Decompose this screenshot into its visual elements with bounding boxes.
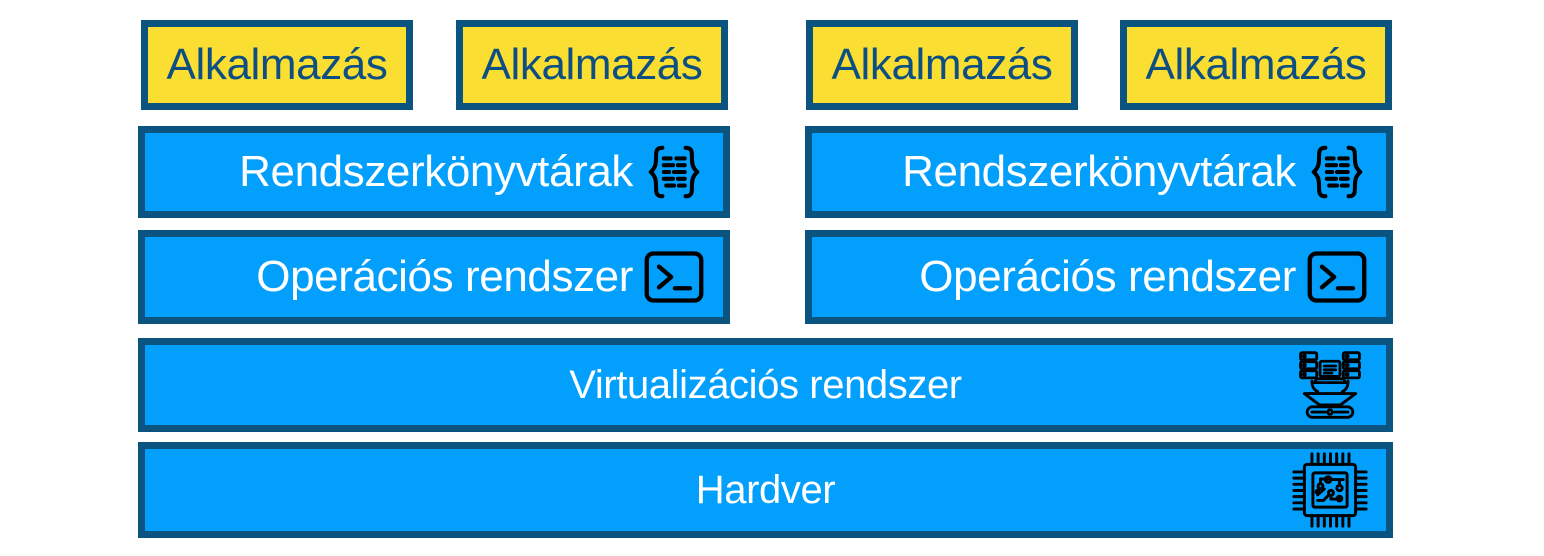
application-label: Alkalmazás [166, 40, 388, 89]
terminal-icon [643, 249, 705, 305]
virtualization-server-icon [1292, 347, 1368, 423]
application-label: Alkalmazás [1145, 40, 1367, 89]
layer-content: Rendszerkönyvtárak [902, 141, 1386, 203]
application-box: Alkalmazás [1120, 20, 1392, 110]
hardware-layer: Hardver [138, 442, 1393, 538]
application-box: Alkalmazás [141, 20, 413, 110]
system-libraries-label: Rendszerkönyvtárak [239, 147, 633, 196]
application-box: Alkalmazás [456, 20, 728, 110]
terminal-icon [1306, 249, 1368, 305]
layer-content: Rendszerkönyvtárak [239, 141, 723, 203]
operating-system-layer: Operációs rendszer [138, 230, 730, 324]
hardware-label: Hardver [695, 468, 836, 512]
system-libraries-label: Rendszerkönyvtárak [902, 147, 1296, 196]
cpu-chip-icon [1292, 450, 1368, 530]
operating-system-label: Operációs rendszer [919, 252, 1296, 301]
layer-content: Operációs rendszer [256, 249, 723, 305]
application-box: Alkalmazás [806, 20, 1078, 110]
application-label: Alkalmazás [831, 40, 1053, 89]
virtualization-label: Virtualizációs rendszer [569, 363, 962, 407]
operating-system-layer: Operációs rendszer [805, 230, 1393, 324]
code-braces-icon [1306, 141, 1368, 203]
operating-system-label: Operációs rendszer [256, 252, 633, 301]
virtualization-layer: Virtualizációs rendszer [138, 338, 1393, 432]
system-libraries-layer: Rendszerkönyvtárak [138, 126, 730, 218]
layer-content: Operációs rendszer [919, 249, 1386, 305]
application-label: Alkalmazás [481, 40, 703, 89]
code-braces-icon [643, 141, 705, 203]
system-libraries-layer: Rendszerkönyvtárak [805, 126, 1393, 218]
